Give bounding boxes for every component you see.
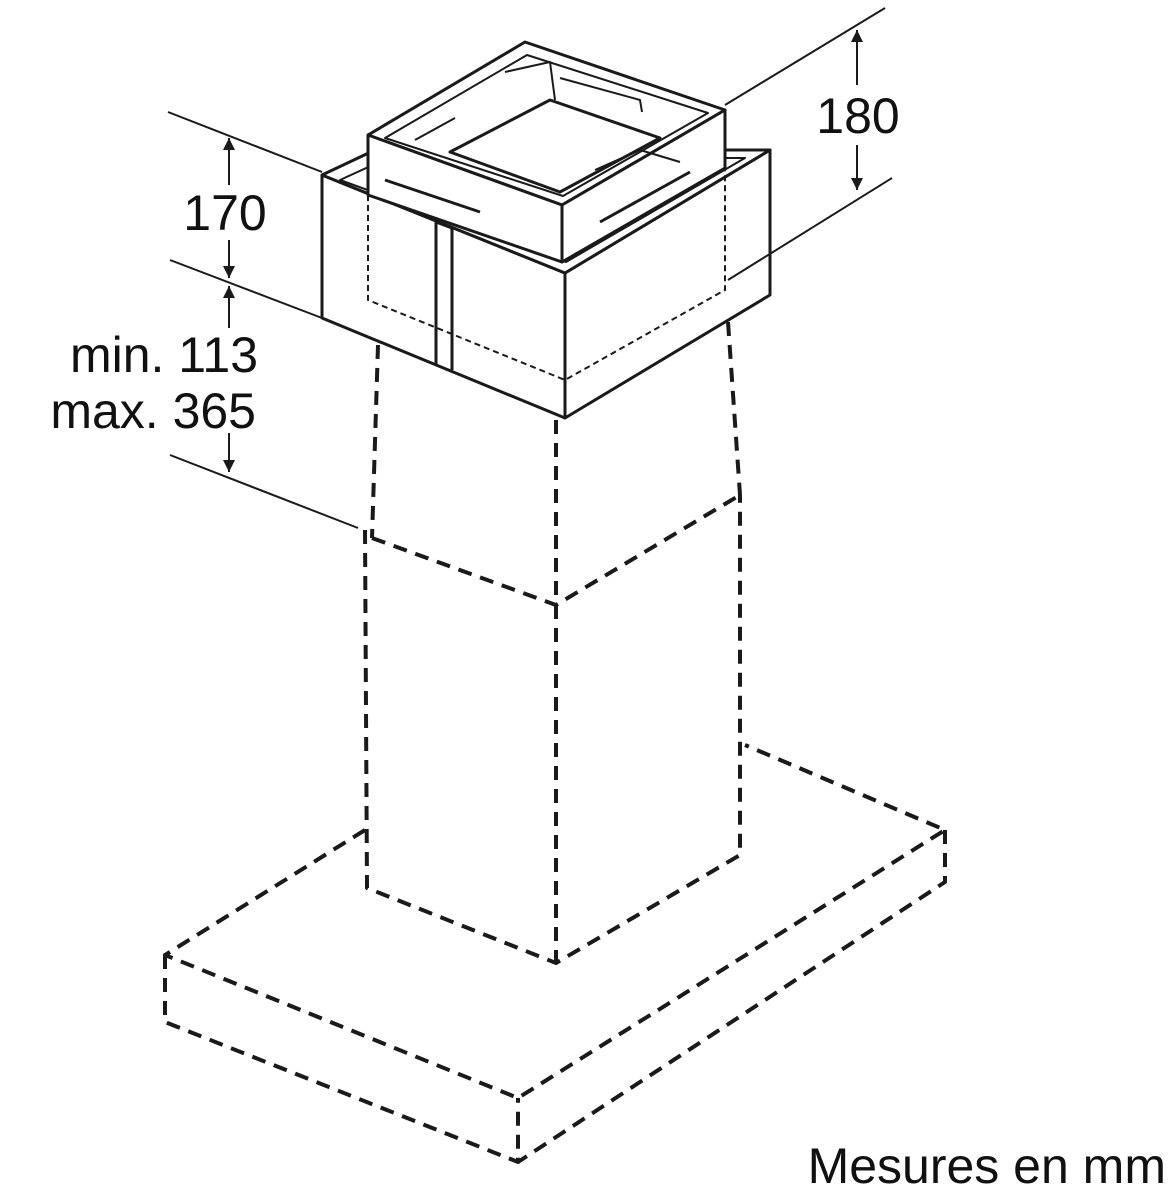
label-module-height: 170 — [183, 185, 266, 241]
label-top-height: 180 — [816, 88, 899, 144]
hidden-hood-canopy — [163, 743, 947, 1164]
filter-frame — [366, 40, 727, 264]
extension-lines — [167, 7, 893, 529]
hidden-chimney-duct — [363, 321, 742, 965]
hidden-module-edges — [367, 168, 726, 382]
label-extension-min: min. 113 — [70, 327, 258, 383]
label-extension-max: max. 365 — [50, 383, 256, 439]
units-note: Mesures en mm — [808, 1138, 1166, 1194]
